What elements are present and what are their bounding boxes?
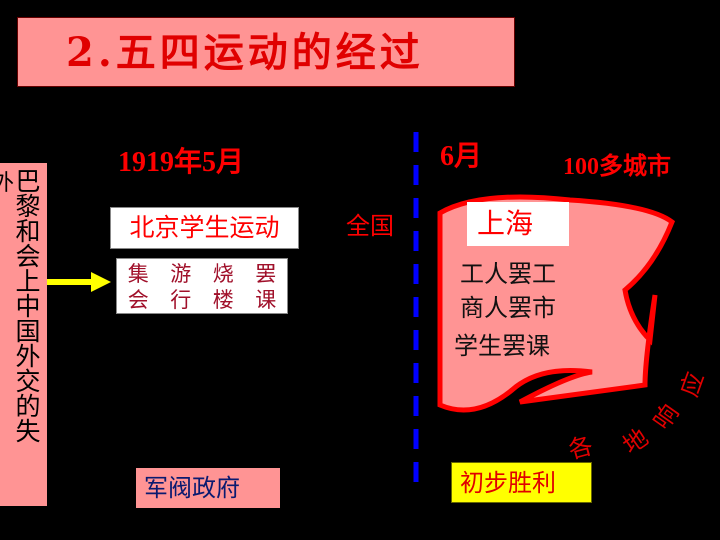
left-cause-text: 巴黎和会上中国外交的失 xyxy=(12,168,41,443)
response-char: 地 xyxy=(617,423,654,460)
arrow-icon xyxy=(47,272,111,292)
response-char: 各 xyxy=(565,431,596,465)
warlord-government-box: 军阀政府 xyxy=(136,468,280,508)
students-strike: 学生罢课 xyxy=(454,332,550,360)
nationwide-label: 全国 xyxy=(346,212,394,240)
action-char: 烧 xyxy=(212,262,234,286)
left-cut-char: 外 xyxy=(0,171,15,196)
actions-box: 集 游 烧 罢 会 行 楼 课 xyxy=(116,258,288,314)
action-char: 会 xyxy=(127,287,149,312)
action-char: 行 xyxy=(170,287,192,312)
action-char: 游 xyxy=(170,262,192,286)
date-may: 1919年5月 xyxy=(118,147,245,178)
initial-victory-box: 初步胜利 xyxy=(451,462,592,503)
slide-title: 2.五四运动的经过 xyxy=(17,17,515,87)
timeline-divider xyxy=(413,132,419,490)
action-char: 课 xyxy=(255,287,277,312)
left-cause-bar xyxy=(0,163,47,506)
merchants-strike: 商人罢市 xyxy=(460,294,556,322)
flag-shape xyxy=(437,194,676,413)
action-char: 楼 xyxy=(212,287,234,312)
action-char: 罢 xyxy=(255,262,277,286)
date-june: 6月 xyxy=(440,141,483,172)
action-char: 集 xyxy=(127,262,149,286)
cities-label: 100多城市 xyxy=(563,154,671,180)
shanghai-box: 上海 xyxy=(467,202,569,246)
beijing-student-movement-box: 北京学生运动 xyxy=(110,207,299,249)
workers-strike: 工人罢工 xyxy=(460,260,556,288)
